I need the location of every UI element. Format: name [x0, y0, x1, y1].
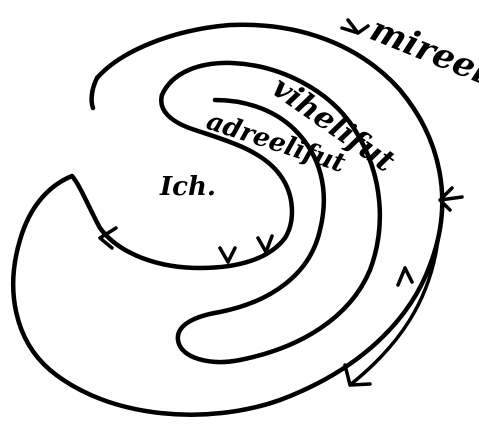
- label-outer: mireelifut: [365, 9, 479, 118]
- arrow-band-up: [398, 268, 412, 285]
- label-center: Ich.: [159, 172, 216, 202]
- outer-band-top-end: [92, 78, 97, 108]
- arrow-right-down: [345, 240, 438, 385]
- inner-crescent-band: [162, 63, 380, 362]
- arrow-top-right: [342, 20, 368, 33]
- arrow-down-small-1: [220, 248, 235, 262]
